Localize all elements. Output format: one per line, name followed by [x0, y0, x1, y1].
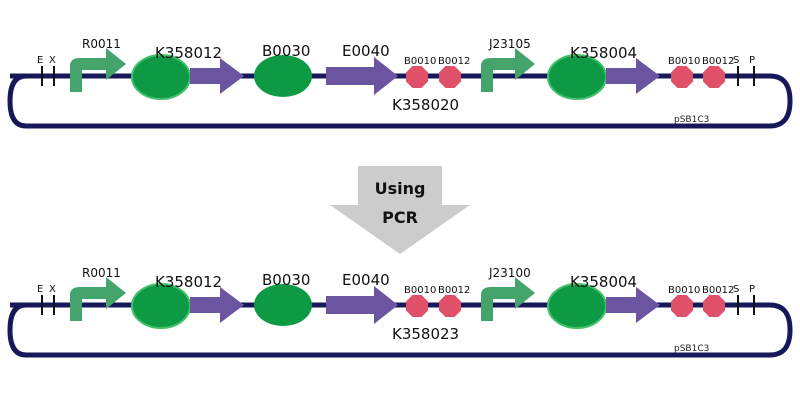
rbs-3-label: K358004: [570, 273, 637, 291]
terminator-4-label: B0012: [702, 285, 734, 296]
cds-2-glyph: [326, 57, 398, 95]
terminator-1-label: B0010: [404, 56, 436, 67]
terminator-2-glyph: [439, 295, 461, 317]
promoter-2-label: J23100: [488, 266, 531, 280]
cds-2-label: E0040: [342, 271, 390, 289]
rbs-2-label: B0030: [262, 271, 310, 289]
site-x-label: X: [49, 55, 56, 66]
terminator-3-label: B0010: [668, 285, 700, 296]
composite-part-label: K358023: [392, 325, 459, 343]
plasmid-label: pSB1C3: [674, 115, 709, 125]
terminator-4-glyph: [703, 66, 725, 88]
promoter-2-glyph: [481, 277, 535, 321]
pcr-process-arrow: Using PCR: [330, 166, 470, 254]
cds-1-glyph: [190, 287, 244, 323]
terminator-3-label: B0010: [668, 56, 700, 67]
rbs-1-label: K358012: [155, 44, 222, 62]
construct-1: E X S P R0011 K358012 B0030 E0040 B0010 …: [7, 37, 793, 129]
site-p-label: P: [749, 284, 755, 295]
cds-3-glyph: [606, 287, 660, 323]
promoter-2-glyph: [481, 48, 535, 92]
site-e-label: E: [37, 55, 43, 66]
rbs-2-label: B0030: [262, 42, 310, 60]
rbs-3-label: K358004: [570, 44, 637, 62]
terminator-3-glyph: [671, 295, 693, 317]
cds-2-glyph: [326, 286, 398, 324]
terminator-3-glyph: [671, 66, 693, 88]
plasmid-backbone: [7, 73, 793, 129]
promoter-2-label: J23105: [488, 37, 531, 51]
site-s-label: S: [733, 284, 739, 295]
site-p-label: P: [749, 55, 755, 66]
terminator-2-label: B0012: [438, 56, 470, 67]
terminator-1-glyph: [406, 66, 428, 88]
site-x-label: X: [49, 284, 56, 295]
plasmid-label: pSB1C3: [674, 344, 709, 354]
process-label-line2: PCR: [382, 208, 418, 227]
rbs-2-glyph: [254, 55, 312, 97]
process-label-line1: Using: [375, 179, 426, 198]
terminator-4-label: B0012: [702, 56, 734, 67]
terminator-2-label: B0012: [438, 285, 470, 296]
site-s-label: S: [733, 55, 739, 66]
promoter-1-glyph: [70, 48, 126, 92]
plasmid-backbone: [7, 302, 793, 358]
rbs-2-glyph: [254, 284, 312, 326]
promoter-1-label: R0011: [82, 266, 121, 280]
terminator-1-glyph: [406, 295, 428, 317]
construct-2: E X S P R0011 K358012 B0030 E0040 B0010 …: [7, 266, 793, 358]
cds-1-glyph: [190, 58, 244, 94]
terminator-4-glyph: [703, 295, 725, 317]
rbs-1-label: K358012: [155, 273, 222, 291]
composite-part-label: K358020: [392, 96, 459, 114]
down-arrow-icon: [330, 166, 470, 254]
terminator-2-glyph: [439, 66, 461, 88]
site-e-label: E: [37, 284, 43, 295]
promoter-1-glyph: [70, 277, 126, 321]
cds-3-glyph: [606, 58, 660, 94]
cds-2-label: E0040: [342, 42, 390, 60]
terminator-1-label: B0010: [404, 285, 436, 296]
promoter-1-label: R0011: [82, 37, 121, 51]
